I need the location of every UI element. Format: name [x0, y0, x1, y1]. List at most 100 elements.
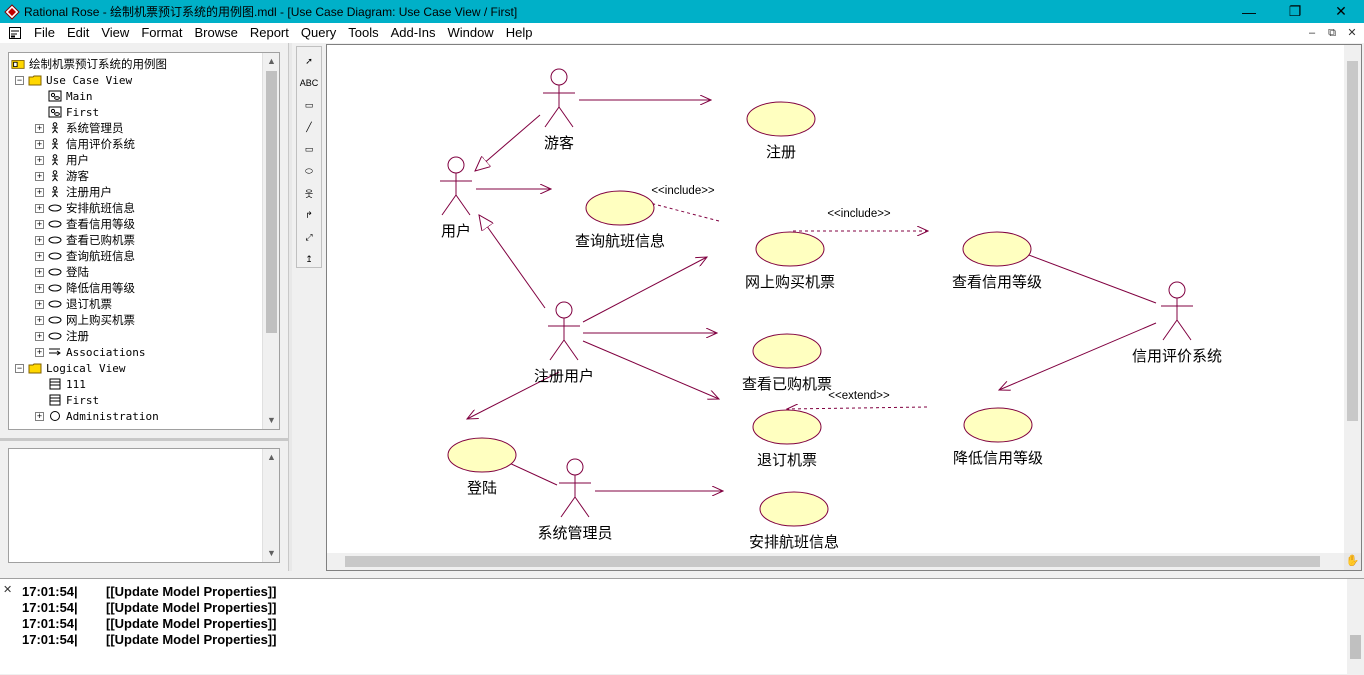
menu-report[interactable]: Report [249, 25, 289, 40]
expand-icon[interactable]: + [35, 330, 44, 341]
tree-item[interactable]: First [35, 104, 99, 120]
expand-icon[interactable]: + [35, 218, 44, 229]
tree-item[interactable]: +登陆 [35, 264, 89, 280]
browser-scrollbar[interactable]: ▲ ▼ [262, 53, 279, 429]
use-case-goumai[interactable]: 网上购买机票 [745, 231, 835, 291]
expand-icon[interactable]: + [35, 346, 44, 357]
tree-item[interactable]: +网上购买机票 [35, 312, 135, 328]
expand-icon[interactable]: + [35, 202, 44, 213]
association-line[interactable] [582, 257, 707, 323]
tree-item[interactable]: +查询航班信息 [35, 248, 135, 264]
actor-yonghu[interactable] [440, 156, 472, 216]
menu-edit[interactable]: Edit [66, 25, 90, 40]
menu-window[interactable]: Window [447, 25, 494, 40]
menu-help[interactable]: Help [505, 25, 533, 40]
diagram-hscroll[interactable] [327, 553, 1346, 570]
expand-icon[interactable]: + [35, 186, 44, 197]
menu-add-ins[interactable]: Add-Ins [390, 25, 436, 40]
use-case-ellipse[interactable] [752, 333, 822, 369]
doc-scrollbar[interactable]: ▲ ▼ [262, 449, 279, 562]
document-menu-icon[interactable] [8, 26, 22, 40]
use-case-diagram[interactable]: <<include>><<include>><<extend>>注册查询航班信息… [326, 44, 1362, 571]
scroll-down-icon[interactable]: ▼ [267, 415, 276, 425]
tree-item[interactable]: +信用评价系统 [35, 136, 135, 152]
menu-tools[interactable]: Tools [348, 25, 379, 40]
expand-icon[interactable]: + [35, 410, 44, 421]
documentation-pane[interactable]: ▲ ▼ [8, 448, 280, 563]
log-scroll-thumb[interactable] [1350, 635, 1361, 659]
tree-item[interactable]: +注册用户 [35, 184, 112, 200]
expand-icon[interactable]: + [35, 154, 44, 165]
selection-tool[interactable]: ➚ [305, 55, 313, 66]
use-case-xinyong[interactable]: 查看信用等级 [952, 231, 1042, 291]
tree-item[interactable]: −Use Case View [15, 72, 132, 88]
use-case-ellipse[interactable] [447, 437, 517, 473]
expand-icon[interactable]: + [35, 298, 44, 309]
expand-icon[interactable]: + [35, 234, 44, 245]
unidirectional-association-tool[interactable]: ↱ [305, 209, 313, 220]
actor-credit_sys[interactable] [1161, 281, 1193, 341]
collapse-icon[interactable]: − [15, 362, 24, 373]
pan-hand-icon[interactable]: ✋ [1344, 553, 1361, 570]
use-case-tuiding[interactable]: 退订机票 [752, 409, 822, 469]
generalization-tool[interactable]: ↥ [305, 253, 313, 264]
use-case-ellipse[interactable] [752, 409, 822, 445]
actor-admin[interactable] [559, 458, 591, 518]
minimize-button[interactable]: — [1242, 3, 1256, 20]
note-tool[interactable]: ▭ [304, 99, 314, 110]
diagram-vscroll-thumb[interactable] [1347, 61, 1358, 421]
tree-item[interactable]: +Associations [35, 344, 145, 360]
tree-item[interactable]: +退订机票 [35, 296, 112, 312]
close-button[interactable]: ✕ [1335, 3, 1347, 19]
use-case-yigou[interactable]: 查看已购机票 [742, 333, 832, 393]
dependency-tool[interactable]: ⤢ [305, 231, 313, 242]
log-scrollbar[interactable] [1347, 579, 1364, 675]
tree-item[interactable]: +注册 [35, 328, 89, 344]
menu-format[interactable]: Format [141, 25, 183, 40]
generalization-line[interactable] [479, 215, 546, 309]
collapse-icon[interactable]: − [15, 74, 24, 85]
menu-query[interactable]: Query [300, 25, 337, 40]
use-case-ellipse[interactable] [585, 190, 655, 226]
use-case-ellipse[interactable] [963, 407, 1033, 443]
mdi-restore-button[interactable]: ⧉ [1328, 27, 1336, 39]
tree-item[interactable]: +系统管理员 [35, 120, 124, 136]
browser-splitter[interactable] [0, 438, 288, 441]
use-case-ellipse[interactable] [962, 231, 1032, 267]
tree-item[interactable]: +Administration [35, 408, 159, 424]
tree-item[interactable]: +降低信用等级 [35, 280, 135, 296]
use-case-ellipse[interactable] [759, 491, 829, 527]
menu-file[interactable]: File [34, 25, 55, 40]
doc-scroll-down-icon[interactable]: ▼ [267, 548, 276, 558]
tree-item[interactable]: +游客 [35, 168, 89, 184]
use-case-ellipse[interactable] [755, 231, 825, 267]
tree-item[interactable]: First [35, 392, 99, 408]
scroll-up-icon[interactable]: ▲ [267, 56, 276, 66]
generalization-line[interactable] [475, 114, 541, 171]
association-line[interactable] [582, 340, 719, 399]
expand-icon[interactable]: + [35, 266, 44, 277]
use-case-jiangdi[interactable]: 降低信用等级 [953, 407, 1043, 467]
expand-icon[interactable]: + [35, 250, 44, 261]
diagram-vscroll[interactable] [1344, 45, 1361, 555]
use-case-zhuce[interactable]: 注册 [746, 101, 816, 161]
expand-icon[interactable]: + [35, 282, 44, 293]
diagram-canvas[interactable]: <<include>><<include>><<extend>>注册查询航班信息… [327, 45, 1346, 555]
tree-item[interactable]: Main [35, 88, 93, 104]
expand-icon[interactable]: + [35, 138, 44, 149]
dependency-line[interactable] [787, 407, 928, 409]
use-case-tool[interactable]: ⬭ [305, 165, 313, 176]
mdi-close-button[interactable]: ✕ [1347, 27, 1357, 39]
actor-zhuce_user[interactable] [548, 301, 580, 361]
doc-scroll-up-icon[interactable]: ▲ [267, 452, 276, 462]
tree-item[interactable]: −Logical View [15, 360, 125, 376]
expand-icon[interactable]: + [35, 170, 44, 181]
tree-item[interactable]: +查看信用等级 [35, 216, 135, 232]
association-line[interactable] [467, 371, 560, 419]
diagram-hscroll-thumb[interactable] [345, 556, 1320, 567]
tree-item[interactable]: +用户 [35, 152, 89, 168]
actor-youke[interactable] [543, 68, 575, 128]
restore-button[interactable]: ❐ [1288, 3, 1302, 19]
expand-icon[interactable]: + [35, 314, 44, 325]
menu-view[interactable]: View [101, 25, 130, 40]
